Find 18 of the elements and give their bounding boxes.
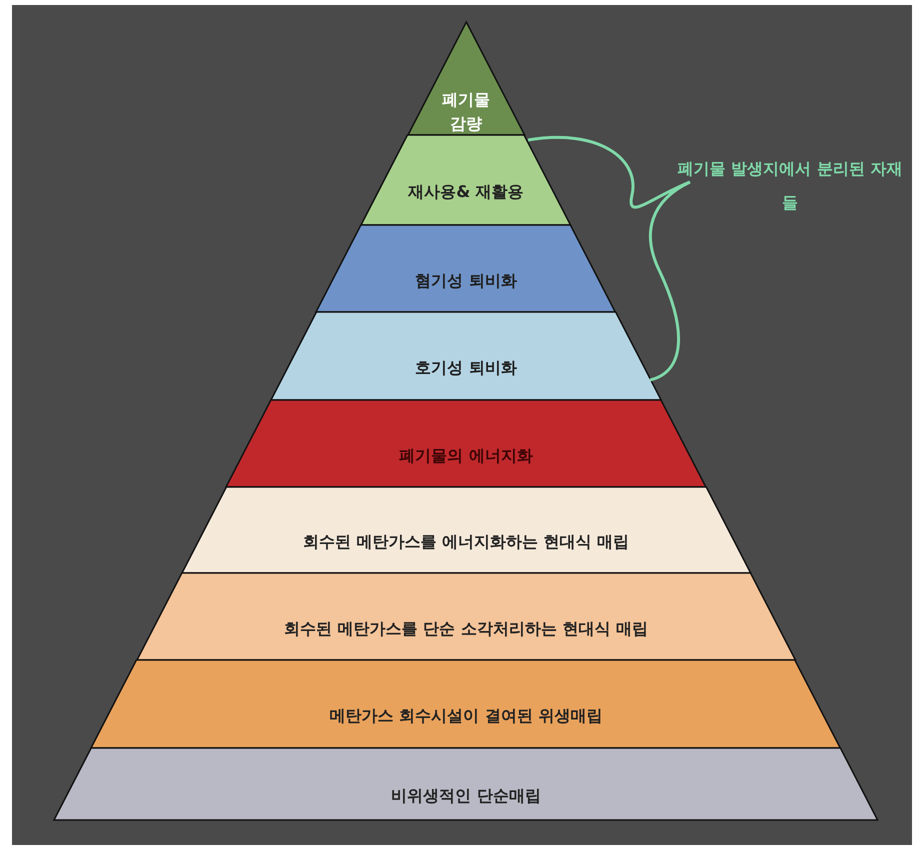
tier-label: 재사용& 재활용 xyxy=(406,181,525,203)
tier-label: 호기성 퇴비화 xyxy=(414,357,518,379)
tier-label: 혐기성 퇴비화 xyxy=(414,270,518,292)
brace-label: 폐기물 발생지에서 분리된 자재들 xyxy=(676,158,904,214)
pyramid-tier xyxy=(316,225,616,312)
tier-label: 메탄가스 회수시설이 결여된 위생매립 xyxy=(328,705,604,727)
pyramid-tier xyxy=(361,135,571,225)
pyramid-tier xyxy=(91,660,841,748)
pyramid-tier xyxy=(182,487,750,573)
tier-label: 폐기물 감량 xyxy=(440,89,491,135)
tier-label: 폐기물의 에너지화 xyxy=(398,444,534,466)
tier-label: 회수된 메탄가스를 에너지화하는 현대식 매립 xyxy=(302,531,630,553)
pyramid-tier xyxy=(54,748,878,820)
tier-label: 회수된 메탄가스를 단순 소각처리하는 현대식 매립 xyxy=(283,618,649,640)
pyramid-tier xyxy=(408,22,524,135)
tier-label: 비위생적인 단순매립 xyxy=(390,785,542,807)
pyramid-tier xyxy=(226,400,706,487)
pyramid-tier xyxy=(136,573,796,660)
